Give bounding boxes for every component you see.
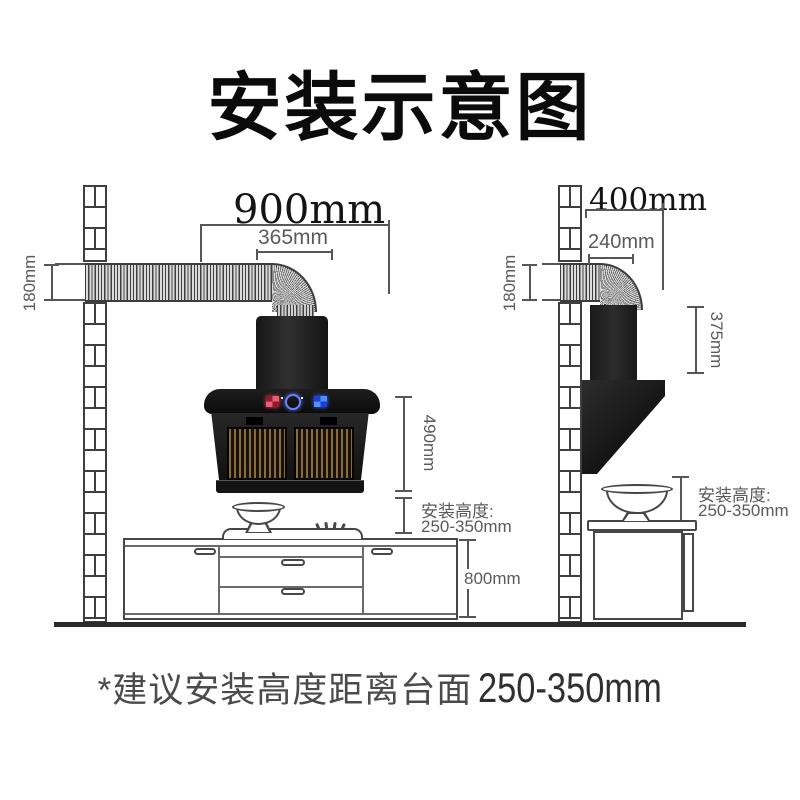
drawer-line-1	[219, 556, 362, 558]
hood-filter-left	[227, 427, 287, 480]
dim-240-tick-left	[588, 254, 590, 264]
hood-body-side	[582, 380, 665, 474]
dim-365-tick-right	[331, 249, 333, 260]
dim-400-line	[585, 209, 664, 211]
dim-375-line	[695, 307, 697, 374]
cabinet-right-view	[593, 531, 683, 620]
dim-180-left-line	[51, 265, 53, 301]
dim-800-tick-bottom	[459, 616, 476, 618]
dim-180-left-tick-bottom	[44, 299, 59, 301]
stove-platform	[222, 528, 363, 539]
left-duct-passthrough-bottom	[55, 299, 86, 301]
dim-install-right-line	[680, 477, 682, 521]
dim-490-tick-top	[395, 396, 412, 398]
dim-install-left-tick-bottom	[395, 532, 412, 534]
page-title: 安装示意图	[207, 65, 593, 151]
dim-240-label: 240mm	[588, 231, 655, 253]
right-duct-elbow	[600, 263, 643, 310]
cabinet-right-side-panel	[683, 533, 694, 612]
dim-365-tick-left	[256, 249, 258, 260]
wok-stand-left-inner	[248, 524, 269, 532]
dim-490-line	[403, 397, 405, 492]
hood-filter-right	[294, 427, 354, 480]
left-wall-upper	[83, 185, 107, 262]
install-range-right: 250-350mm	[698, 501, 789, 520]
dim-180-right-line	[529, 265, 531, 301]
dim-375-tick-bottom	[687, 372, 704, 374]
dim-install-left-tick-top	[395, 497, 412, 499]
display-dot-1	[281, 397, 283, 399]
install-range-left: 250-350mm	[421, 517, 512, 536]
dim-800-label: 800mm	[463, 569, 522, 589]
door-handle-left	[194, 548, 216, 555]
right-duct-passthrough-bottom	[542, 299, 560, 301]
footnote-range: 250-350mm	[478, 664, 663, 711]
dim-900-line	[200, 224, 390, 226]
dim-400-label: 400mm	[589, 182, 707, 218]
wok-rim-right	[601, 484, 673, 494]
dim-900-tick-right	[388, 220, 390, 294]
dim-180-right-tick-top	[522, 264, 537, 266]
drawer-handle-1	[281, 559, 305, 566]
hood-vent-right	[320, 417, 337, 425]
drawer-handle-2	[281, 588, 305, 595]
dim-180-left-label: 180mm	[20, 254, 39, 312]
display-speed-red-icon	[266, 396, 279, 407]
left-duct-stub	[277, 305, 314, 319]
cabinet-divider-left	[218, 546, 220, 613]
display-timer-blue-icon	[314, 396, 327, 407]
display-power-ring-icon	[285, 394, 301, 410]
right-duct-passthrough-top	[542, 263, 560, 265]
dim-900-tick-left	[200, 224, 202, 262]
dim-400-tick-left	[585, 209, 587, 218]
dim-365-line	[256, 251, 333, 253]
dim-375-label: 375mm	[707, 311, 726, 369]
dim-375-tick-top	[687, 306, 704, 308]
dim-240-line	[588, 257, 634, 259]
hood-vent-left	[246, 417, 263, 425]
dim-490-tick-bottom	[395, 490, 412, 492]
cabinet-left-view	[123, 538, 458, 620]
drawer-line-2	[219, 586, 362, 588]
dim-365-label: 365mm	[258, 226, 329, 249]
display-dot-2	[301, 397, 303, 399]
dim-800-tick-top	[459, 539, 476, 541]
install-label-right: 安装高度:	[698, 486, 771, 505]
hood-chimney	[256, 316, 328, 391]
cabinet-counter-lip	[125, 545, 456, 547]
left-wall-lower	[83, 302, 107, 623]
floor-line	[54, 622, 746, 627]
left-exhaust-duct	[85, 263, 272, 302]
dim-180-right-tick-bottom	[522, 299, 537, 301]
hood-chimney-side	[590, 305, 637, 382]
right-exhaust-duct	[560, 263, 600, 302]
wok-rim-left	[232, 502, 285, 512]
wok-stand-right-inner	[624, 514, 648, 521]
dim-install-left-line	[403, 498, 405, 533]
door-handle-right	[371, 548, 393, 555]
cabinet-divider-right	[362, 546, 364, 613]
hood-bottom-strip	[216, 480, 364, 493]
left-duct-passthrough-top	[55, 263, 86, 265]
dim-240-tick-right	[632, 254, 634, 264]
dim-install-right-tick-top	[672, 476, 689, 478]
dim-400-tick-right	[662, 203, 664, 290]
dim-180-left-tick-top	[44, 264, 59, 266]
dim-490-label: 490mm	[420, 414, 439, 472]
right-wall-upper	[558, 185, 582, 262]
footnote-text: *建议安装高度距离台面	[97, 671, 473, 710]
install-label-left: 安装高度:	[421, 502, 494, 521]
right-wall-lower	[558, 302, 582, 623]
dim-180-right-label: 180mm	[500, 254, 519, 312]
cabinet-bottom-rail	[125, 613, 456, 615]
